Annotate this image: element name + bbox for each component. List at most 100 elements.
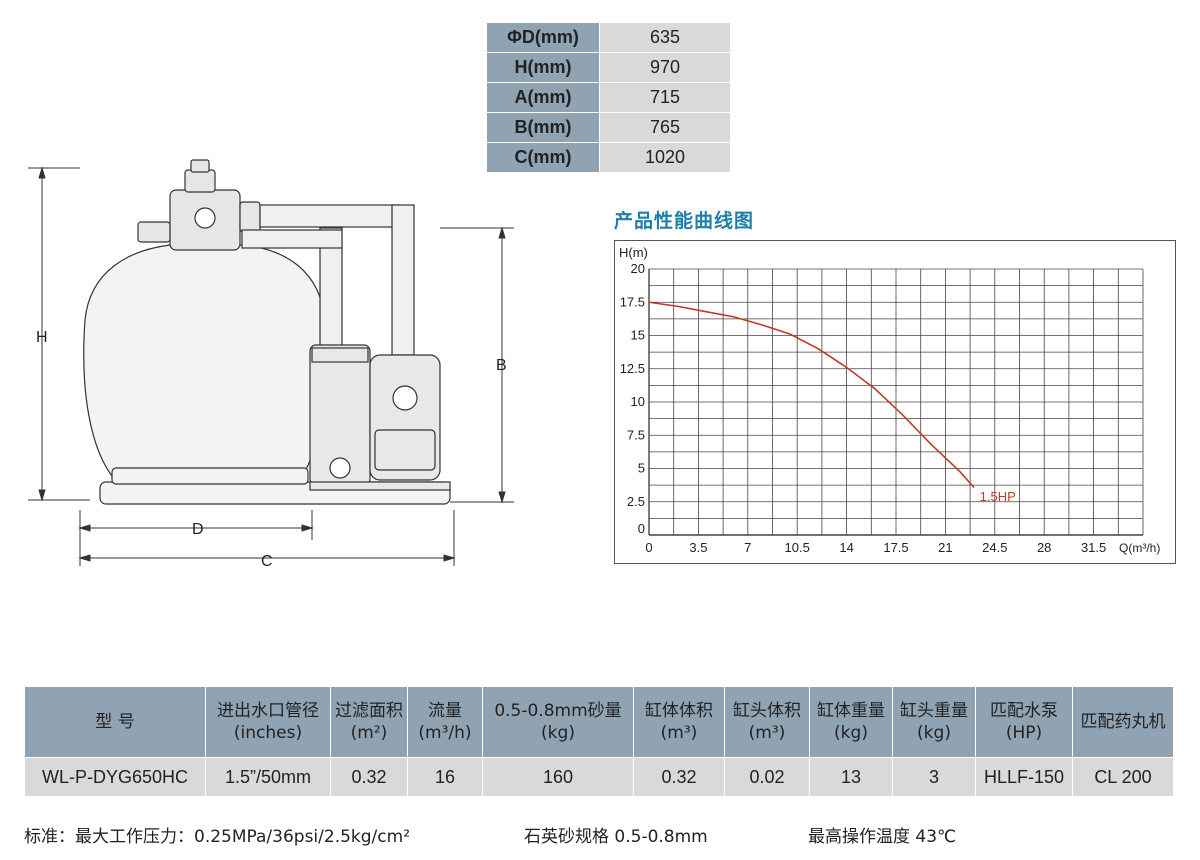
dimension-key: C(mm) xyxy=(486,142,600,173)
pressure-standard: 标准：最大工作压力：0.25MPa/36psi/2.5kg/cm² xyxy=(24,827,411,847)
y-tick-label: 20 xyxy=(631,261,645,276)
y-tick-label: 17.5 xyxy=(620,294,645,309)
header-unit: (kg) xyxy=(541,723,575,743)
data-point xyxy=(732,316,735,318)
x-tick-label: 28 xyxy=(1037,540,1051,555)
series-line xyxy=(648,301,975,488)
table-cell: WL-P-DYG650HC xyxy=(24,757,206,797)
y-tick-label: 0 xyxy=(638,521,645,536)
dimension-key: ΦD(mm) xyxy=(486,22,600,53)
header-line: 流量 xyxy=(428,701,462,721)
data-point xyxy=(972,486,975,488)
data-point xyxy=(874,387,876,390)
data-point xyxy=(930,443,933,446)
x-tick-label: 21 xyxy=(938,540,952,555)
column-header: 匹配药丸机 xyxy=(1072,686,1174,758)
dimension-row: A(mm)715 xyxy=(486,82,731,113)
y-tick-label: 12.5 xyxy=(620,361,645,376)
y-tick-label: 5 xyxy=(638,461,645,476)
diameter-label: D xyxy=(192,521,204,538)
table-cell: 0.02 xyxy=(724,757,810,797)
header-unit: (kg) xyxy=(834,723,868,743)
y-tick-label: 10 xyxy=(631,394,645,409)
x-tick-label: 0 xyxy=(645,540,652,555)
x-tick-label: 14 xyxy=(839,540,853,555)
dimension-row: C(mm)1020 xyxy=(486,142,731,173)
header-unit: (kg) xyxy=(917,723,951,743)
dimension-key: H(mm) xyxy=(486,52,600,83)
dimension-key: A(mm) xyxy=(486,82,600,113)
table-cell: 0.32 xyxy=(330,757,408,797)
table-cell: 16 xyxy=(407,757,483,797)
column-header: 缸体重量(kg) xyxy=(809,686,893,758)
series-label: 1.5HP xyxy=(980,489,1016,504)
header-unit: (inches) xyxy=(233,723,303,743)
header-unit: (m³) xyxy=(748,723,786,743)
product-diagram: H B D C xyxy=(28,159,514,570)
data-point xyxy=(958,470,961,472)
column-header: 0.5-0.8mm砂量(kg) xyxy=(482,686,634,758)
header-line: 缸头体积 xyxy=(733,701,801,721)
data-point xyxy=(902,414,904,417)
column-header: 缸头重量(kg) xyxy=(892,686,976,758)
header-line: 匹配药丸机 xyxy=(1080,712,1166,732)
data-point xyxy=(648,301,650,304)
table-cell: 0.32 xyxy=(633,757,725,797)
column-header: 流量(m³/h) xyxy=(407,686,483,758)
header-line: 进出水口管径 xyxy=(217,701,319,721)
header-unit: (m³/h) xyxy=(418,723,472,743)
dimension-row: ΦD(mm)635 xyxy=(486,22,731,53)
height-label: H xyxy=(36,329,48,346)
x-tick-label: 24.5 xyxy=(982,540,1007,555)
header-line: 缸体重量 xyxy=(817,701,885,721)
sand-spec: 石英砂规格 0.5-0.8mm xyxy=(524,827,708,847)
table-cell: 3 xyxy=(892,757,976,797)
table-cell: 160 xyxy=(482,757,634,797)
dimension-value: 1020 xyxy=(599,142,731,173)
x-tick-label: 3.5 xyxy=(689,540,707,555)
y-tick-label: 15 xyxy=(631,328,645,343)
data-point xyxy=(704,310,707,313)
table-cell: CL 200 xyxy=(1072,757,1174,797)
data-point xyxy=(676,305,679,308)
c-label: C xyxy=(261,553,273,570)
dimension-value: 970 xyxy=(599,52,731,83)
dimension-row: H(mm)970 xyxy=(486,52,731,83)
header-line: 缸体体积 xyxy=(645,701,713,721)
column-header: 进出水口管径(inches) xyxy=(205,686,331,758)
x-tick-label: 17.5 xyxy=(883,540,908,555)
table-cell: 13 xyxy=(809,757,893,797)
dimension-value: 635 xyxy=(599,22,731,53)
chart-title: 产品性能曲线图 xyxy=(614,210,755,232)
header-line: 匹配水泵 xyxy=(990,701,1058,721)
x-tick-label: 10.5 xyxy=(785,540,810,555)
header-unit: (HP) xyxy=(1005,723,1043,743)
max-temperature: 最高操作温度 43℃ xyxy=(808,827,957,847)
column-header: 缸体体积(m³) xyxy=(633,686,725,758)
table-cell: 1.5”/50mm xyxy=(205,757,331,797)
header-line: 过滤面积 xyxy=(335,701,403,721)
dimension-value: 765 xyxy=(599,112,731,143)
x-axis-label: Q(m³/h) xyxy=(1119,541,1160,555)
table-cell: HLLF-150 xyxy=(975,757,1073,797)
header-line: 型 号 xyxy=(95,712,135,732)
dimension-key: B(mm) xyxy=(486,112,600,143)
spec-table: 型 号进出水口管径(inches)过滤面积(m²)流量(m³/h)0.5-0.8… xyxy=(24,686,1174,797)
column-header: 过滤面积(m²) xyxy=(330,686,408,758)
header-line: 0.5-0.8mm砂量 xyxy=(494,701,622,721)
data-point xyxy=(761,324,763,326)
data-point xyxy=(817,348,820,350)
data-point xyxy=(789,333,791,335)
header-line: 缸头重量 xyxy=(900,701,968,721)
header-unit: (m²) xyxy=(350,723,388,743)
dimension-value: 715 xyxy=(599,82,731,113)
x-tick-label: 31.5 xyxy=(1081,540,1106,555)
y-axis-label: H(m) xyxy=(619,245,648,260)
header-unit: (m³) xyxy=(660,723,698,743)
y-tick-label: 7.5 xyxy=(627,427,645,442)
dimension-row: B(mm)765 xyxy=(486,112,731,143)
